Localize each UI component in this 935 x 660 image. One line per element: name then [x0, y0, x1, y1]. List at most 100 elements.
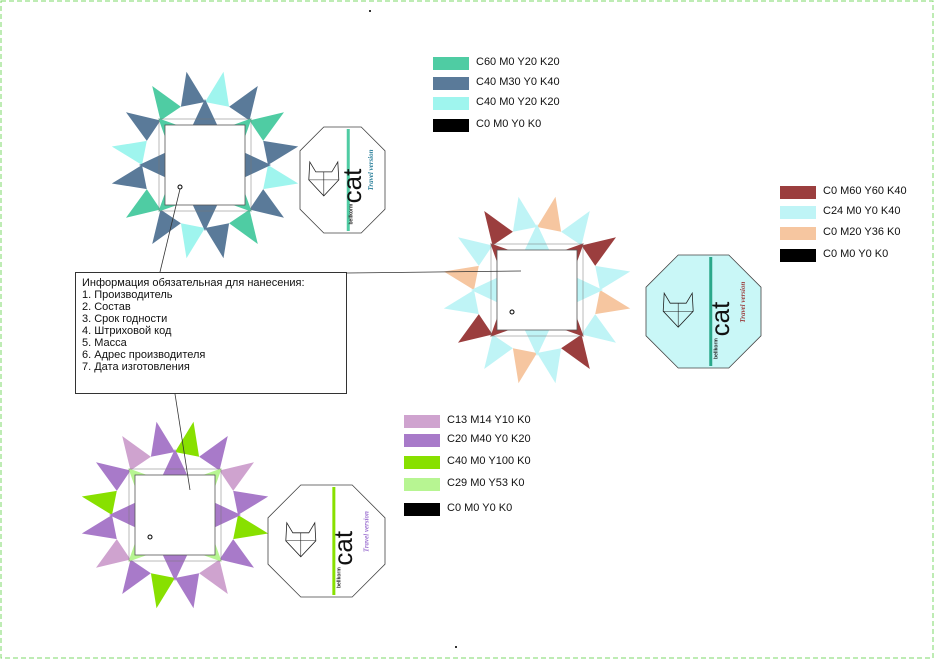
fold-line: [158, 118, 252, 212]
outer-flap: [150, 421, 175, 457]
color-swatch: [404, 478, 440, 491]
outer-flap: [458, 314, 493, 343]
outer-flap: [126, 112, 161, 141]
outer-flap: [512, 196, 537, 232]
label-tag: [299, 126, 386, 234]
outer-flap: [199, 436, 228, 471]
info-item: 3. Срок годности: [82, 313, 168, 325]
outer-flap: [595, 290, 631, 315]
brand-name: cat: [705, 301, 735, 336]
color-swatch: [780, 227, 816, 240]
color-spec-label: C0 M0 Y0 K0: [476, 118, 542, 130]
fold-line: [490, 243, 584, 337]
maker-logo: bellkorm: [337, 567, 343, 588]
color-spec-label: C29 M0 Y53 K0: [447, 477, 525, 489]
inner-flap: [471, 275, 502, 305]
outer-flap: [111, 165, 147, 190]
color-spec-label: C0 M0 Y0 K0: [823, 248, 889, 260]
outer-flap: [96, 462, 131, 491]
inner-flap: [240, 150, 271, 180]
color-swatch: [404, 434, 440, 447]
outer-flap: [263, 140, 299, 165]
outer-flap: [512, 348, 537, 384]
outer-flap: [537, 196, 562, 232]
info-item: 2. Состав: [82, 301, 131, 313]
outer-flap: [219, 539, 254, 568]
outer-flap: [484, 211, 513, 246]
color-swatch: [433, 119, 469, 132]
color-spec-label: C40 M0 Y100 K0: [447, 455, 531, 467]
info-item: 5. Масса: [82, 337, 127, 349]
cat-head-icon: [308, 160, 340, 197]
outer-flap: [175, 421, 200, 457]
inner-flap: [572, 275, 603, 305]
mandatory-info-box: Информация обязательная для нанесения: 1…: [75, 272, 347, 394]
registration-dot: [455, 646, 457, 648]
outer-flap: [152, 86, 181, 121]
outer-flap: [263, 165, 299, 190]
info-item: 4. Штриховой код: [82, 325, 172, 337]
inner-flap: [522, 325, 552, 356]
color-spec-label: C0 M20 Y36 K0: [823, 226, 901, 238]
outer-flap: [122, 559, 151, 594]
outer-flap: [152, 209, 181, 244]
color-spec-label: C24 M0 Y0 K40: [823, 205, 901, 217]
outer-flap: [96, 539, 131, 568]
cat-head-icon: [285, 521, 317, 558]
outer-flap: [484, 334, 513, 369]
outer-flap: [180, 71, 205, 107]
label-stripe: [709, 257, 713, 366]
outer-flap: [229, 209, 258, 244]
cat-head-icon: [662, 291, 694, 328]
outer-flap: [122, 436, 151, 471]
color-swatch: [433, 77, 469, 90]
outer-flap: [229, 86, 258, 121]
brand-subtitle: Travel version: [363, 511, 371, 552]
color-spec-label: C13 M14 Y10 K0: [447, 414, 531, 426]
color-swatch: [433, 57, 469, 70]
maker-logo: bellkorm: [349, 203, 355, 224]
outer-flap: [233, 515, 269, 540]
outer-flap: [175, 573, 200, 609]
box-base: [164, 124, 246, 206]
inner-flap: [522, 224, 552, 255]
outer-flap: [561, 211, 590, 246]
label-tag: [267, 484, 386, 598]
inner-flap: [139, 150, 170, 180]
brand-subtitle: Travel version: [739, 282, 747, 323]
outer-flap: [180, 223, 205, 259]
color-swatch: [433, 97, 469, 110]
outer-flap: [249, 112, 284, 141]
outer-flap: [581, 237, 616, 266]
outer-flap: [443, 265, 479, 290]
info-item: 7. Дата изготовления: [82, 361, 190, 373]
color-spec-label: C40 M30 Y0 K40: [476, 76, 560, 88]
outer-flap: [126, 189, 161, 218]
outer-flap: [537, 348, 562, 384]
outer-flap: [81, 515, 117, 540]
outer-flap: [205, 71, 230, 107]
box-base: [496, 249, 578, 331]
info-title: Информация обязательная для нанесения:: [82, 277, 305, 289]
outer-flap: [233, 490, 269, 515]
color-swatch: [404, 456, 440, 469]
leader-line: [159, 188, 181, 273]
outer-flap: [249, 189, 284, 218]
outer-flap: [219, 462, 254, 491]
color-swatch: [780, 206, 816, 219]
leader-line: [174, 393, 191, 491]
inner-flap: [160, 449, 190, 480]
color-spec-label: C0 M60 Y60 K40: [823, 185, 907, 197]
outer-flap: [595, 265, 631, 290]
box-base: [134, 474, 216, 556]
outer-flap: [561, 334, 590, 369]
info-item: 1. Производитель: [82, 289, 173, 301]
leader-line: [346, 270, 522, 274]
color-spec-label: C60 M0 Y20 K20: [476, 56, 560, 68]
fold-line: [128, 468, 222, 562]
label-tag: [645, 254, 762, 369]
inner-flap: [160, 550, 190, 581]
